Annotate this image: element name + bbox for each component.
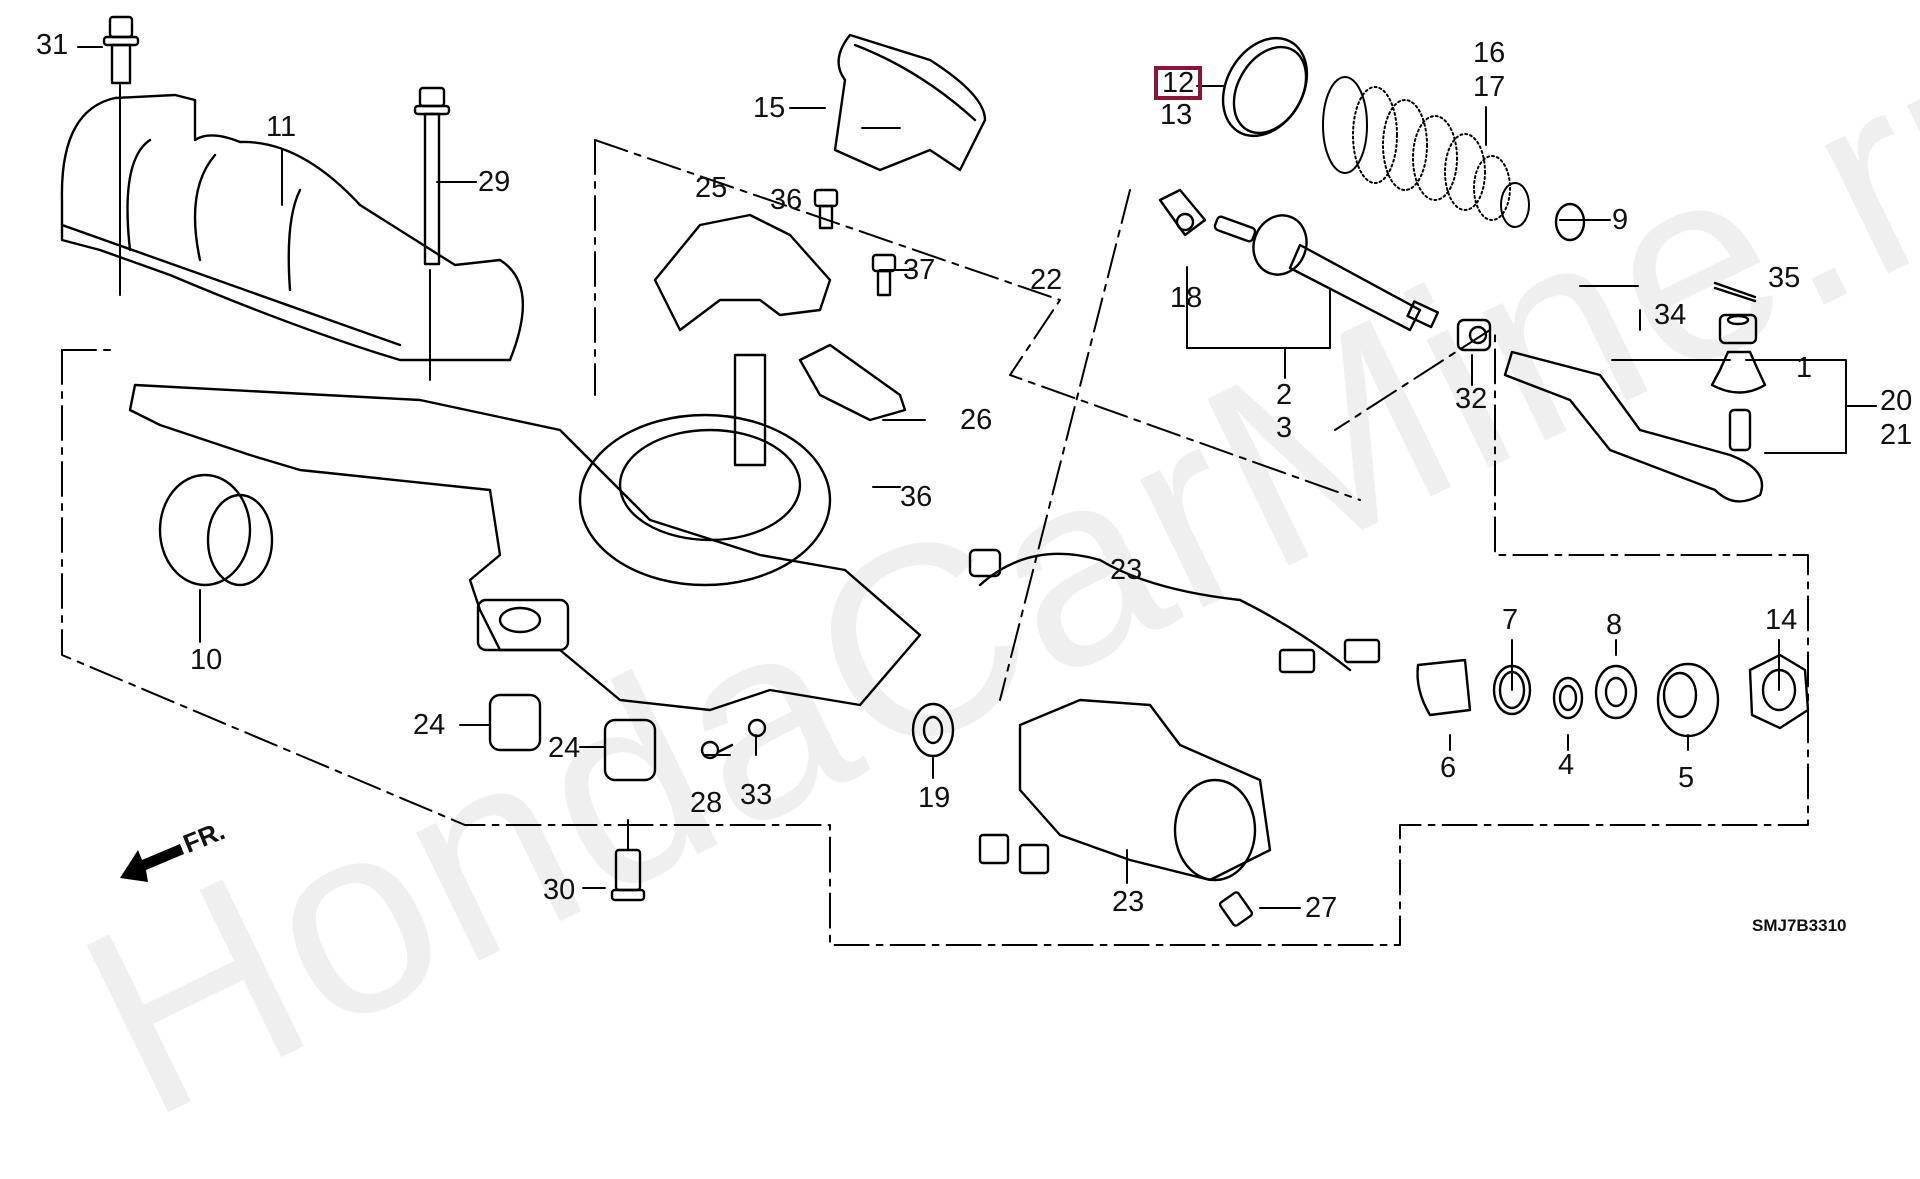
callout-19[interactable]: 19 (918, 782, 951, 814)
part-2-tie-rod (1213, 214, 1440, 332)
part-1-boot (1710, 350, 1767, 394)
callout-1[interactable]: 1 (1796, 352, 1813, 384)
part-15-boot (833, 33, 987, 172)
part-4-spring (1552, 676, 1584, 720)
callout-11[interactable]: 11 (266, 111, 297, 143)
parts-diagram: HondaCarMine.ru (36, 0, 1920, 1174)
leader-lines (77, 46, 1877, 909)
callout-32[interactable]: 32 (1455, 383, 1488, 415)
part-23-motor (968, 548, 1381, 882)
part-35-cotter-pin (1713, 281, 1757, 303)
part-30-bolt (610, 848, 646, 902)
callout-7[interactable]: 7 (1502, 604, 1519, 636)
part-33-washer (747, 718, 767, 738)
part-26-plate (798, 343, 907, 422)
callout-36-upper[interactable]: 36 (770, 184, 803, 216)
callout-14[interactable]: 14 (1765, 604, 1798, 636)
part-10-bushing (158, 473, 274, 587)
part-rack-housing (128, 353, 922, 712)
callout-31[interactable]: 31 (36, 29, 69, 61)
part-24-bushing-a (488, 693, 542, 752)
callout-9[interactable]: 9 (1612, 204, 1629, 236)
callout-35[interactable]: 35 (1768, 262, 1801, 294)
callout-12-highlighted[interactable]: 12 (1154, 66, 1203, 100)
callout-6[interactable]: 6 (1440, 752, 1457, 784)
part-29-bolt (413, 86, 451, 266)
callout-2[interactable]: 2 (1276, 379, 1293, 411)
part-28-bolt (700, 740, 734, 760)
callout-20[interactable]: 20 (1880, 385, 1913, 417)
callout-18[interactable]: 18 (1170, 282, 1203, 314)
callout-24-left[interactable]: 24 (413, 709, 446, 741)
part-24-bushing-b (603, 718, 657, 782)
part-12-clamp (1221, 36, 1309, 138)
callout-28[interactable]: 28 (690, 787, 723, 819)
callout-16[interactable]: 16 (1473, 37, 1506, 69)
callout-25[interactable]: 25 (695, 172, 728, 204)
callout-13[interactable]: 13 (1160, 99, 1193, 131)
callout-27[interactable]: 27 (1305, 892, 1338, 924)
callout-8[interactable]: 8 (1606, 609, 1623, 641)
group-outline (61, 139, 1809, 946)
part-31-bolt (102, 15, 140, 85)
callout-17[interactable]: 17 (1473, 71, 1506, 103)
part-7-o-ring (1492, 664, 1532, 716)
front-arrow-icon (120, 844, 184, 882)
part-34-nut (1718, 313, 1758, 345)
diagram-artwork (60, 15, 1877, 946)
part-14-locknut (1748, 653, 1810, 730)
part-19-washer (911, 702, 955, 758)
callout-3[interactable]: 3 (1276, 412, 1293, 444)
part-18-washer (1158, 188, 1207, 237)
callout-5[interactable]: 5 (1678, 762, 1695, 794)
callout-34[interactable]: 34 (1654, 299, 1687, 331)
callout-36-lower[interactable]: 36 (900, 481, 933, 513)
callout-23-motor[interactable]: 23 (1112, 886, 1145, 918)
part-11-cover (60, 93, 525, 362)
callout-33[interactable]: 33 (740, 779, 773, 811)
part-5-plug (1656, 662, 1720, 738)
callout-15[interactable]: 15 (753, 92, 786, 124)
part-6-sleeve (1416, 658, 1472, 717)
part-20-tie-rod-end (1503, 350, 1764, 503)
callout-21[interactable]: 21 (1880, 419, 1913, 451)
callout-10[interactable]: 10 (190, 644, 223, 676)
part-36-bolt (813, 188, 839, 230)
part-27-bolt (1218, 891, 1254, 927)
part-37-bolt (871, 253, 897, 297)
callout-4[interactable]: 4 (1558, 749, 1575, 781)
callout-22[interactable]: 22 (1030, 264, 1063, 296)
part-8-seal (1594, 664, 1638, 720)
callout-24-right[interactable]: 24 (548, 732, 581, 764)
callout-29[interactable]: 29 (478, 166, 511, 198)
part-9-clip (1554, 202, 1586, 242)
callout-23-harness[interactable]: 23 (1110, 554, 1143, 586)
callout-37[interactable]: 37 (903, 254, 936, 286)
callout-26[interactable]: 26 (960, 404, 993, 436)
callout-30[interactable]: 30 (543, 874, 576, 906)
part-16-bellows (1322, 76, 1530, 228)
diagram-code: SMJ7B3310 (1752, 916, 1847, 935)
part-25-bracket (653, 213, 832, 332)
part-32-nut (1456, 318, 1492, 352)
